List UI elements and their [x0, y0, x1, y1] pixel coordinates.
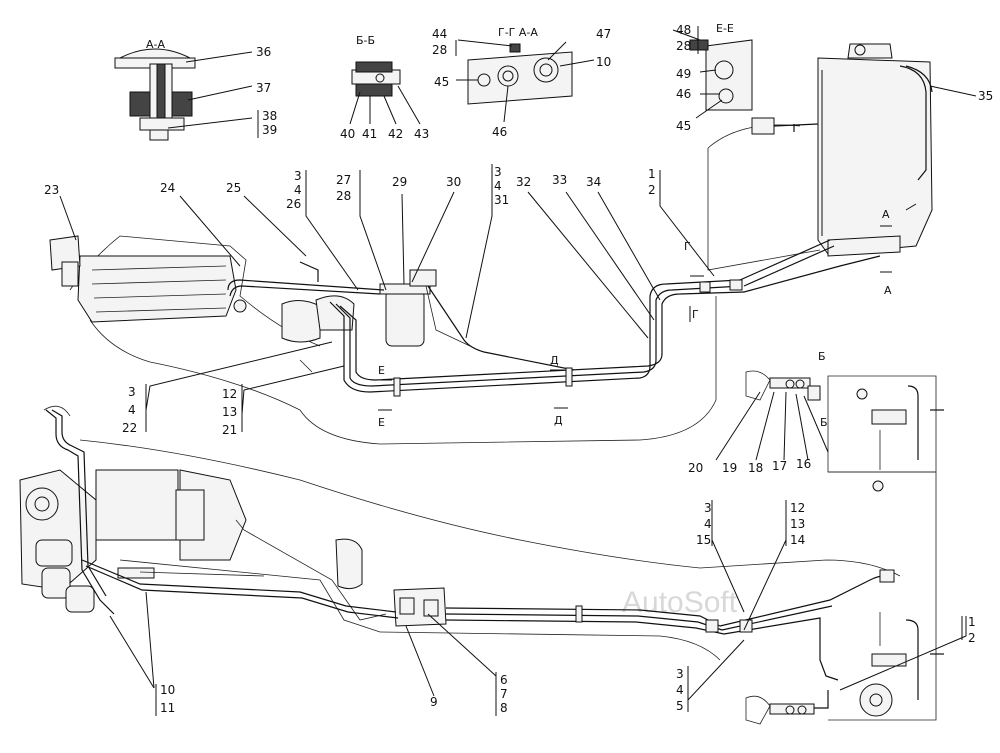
- callout-group-8-a: 6: [500, 673, 508, 687]
- section-title-gg-aa: Г-Г А-А: [498, 26, 538, 39]
- cut-mark-b-2: Б: [820, 416, 828, 429]
- callout-group-5-c: 5: [676, 699, 684, 713]
- callout-group-1-2-a: 1: [648, 167, 656, 181]
- callout-34: 34: [586, 175, 601, 189]
- callout-23: 23: [44, 183, 59, 197]
- callout-25: 25: [226, 181, 241, 195]
- cut-mark-b: Б: [818, 350, 826, 363]
- drain-fitting-assembly: [715, 370, 829, 461]
- callout-group-10: 10: [160, 683, 175, 697]
- detail-view-ee: [672, 29, 753, 119]
- callout-group-26-c: 26: [286, 197, 301, 211]
- callout-group-8-c: 8: [500, 701, 508, 715]
- callout-49: 49: [676, 67, 691, 81]
- section-title-bb: Б-Б: [356, 34, 375, 47]
- callout-43: 43: [414, 127, 429, 141]
- callout-group-1-2-lower-a: 1: [968, 615, 976, 629]
- callout-45-b: 45: [676, 119, 691, 133]
- callout-group-28: 28: [336, 189, 351, 203]
- callout-24: 24: [160, 181, 175, 195]
- detail-view-gg-aa: [456, 39, 595, 123]
- callout-10-a: 10: [596, 55, 611, 69]
- callout-19: 19: [722, 461, 737, 475]
- cut-mark-d-2: Д: [554, 414, 563, 427]
- callout-group-11: 11: [160, 701, 175, 715]
- callout-28-a: 28: [432, 43, 447, 57]
- fuel-tank: [817, 43, 977, 257]
- callout-group-22-c: 22: [122, 421, 137, 435]
- callout-45-a: 45: [434, 75, 449, 89]
- callout-group-21-c: 21: [222, 423, 237, 437]
- section-title-aa-left: А-А: [146, 38, 165, 51]
- callout-9: 9: [430, 695, 438, 709]
- callout-group-1-2-lower-b: 2: [968, 631, 976, 645]
- callout-20: 20: [688, 461, 703, 475]
- fuel-lines-lower: [81, 559, 895, 725]
- callout-46-a: 46: [492, 125, 507, 139]
- callout-18: 18: [748, 461, 763, 475]
- fuel-filter: [379, 269, 471, 347]
- callout-group-31-a: 3: [494, 165, 502, 179]
- callout-group-5-b: 4: [676, 683, 684, 697]
- tank-bracket: [707, 117, 821, 271]
- cut-mark-g: Г: [684, 240, 691, 253]
- callout-group-27: 27: [336, 173, 351, 187]
- callout-group-31-c: 31: [494, 193, 509, 207]
- callout-group-22-a: 3: [128, 385, 136, 399]
- callout-numbers: 36 37 38 39 40 41 42 43 44 28 47 10 45 4…: [44, 23, 993, 715]
- callout-group-21-b: 13: [222, 405, 237, 419]
- callout-16: 16: [796, 457, 811, 471]
- callout-35: 35: [978, 89, 993, 103]
- callout-group-15-c: 15: [696, 533, 711, 547]
- frame-rail-right: [827, 375, 944, 721]
- callout-48: 48: [676, 23, 691, 37]
- callout-group-5-a: 3: [676, 667, 684, 681]
- callout-group-14-a: 12: [790, 501, 805, 515]
- callout-group-15-a: 3: [704, 501, 712, 515]
- cut-mark-d: Д: [550, 354, 559, 367]
- callout-41: 41: [362, 127, 377, 141]
- callout-17: 17: [772, 459, 787, 473]
- callout-group-8-b: 7: [500, 687, 508, 701]
- detail-view-bb: [349, 61, 421, 125]
- callout-36: 36: [256, 45, 271, 59]
- fuel-pump-block: [393, 587, 447, 627]
- callout-30: 30: [446, 175, 461, 189]
- callout-32: 32: [516, 175, 531, 189]
- callout-33: 33: [552, 173, 567, 187]
- callout-44: 44: [432, 27, 447, 41]
- fuel-lines-upper: [227, 239, 881, 397]
- callout-group-26-b: 4: [294, 183, 302, 197]
- section-title-ee: Е-Е: [716, 22, 734, 35]
- section-cut-marks-upper: [378, 225, 892, 411]
- cut-mark-g-2: Г: [692, 308, 699, 321]
- callout-brackets: [145, 26, 963, 716]
- callout-group-14-b: 13: [790, 517, 805, 531]
- callout-group-26-a: 3: [294, 169, 302, 183]
- callout-46-b: 46: [676, 87, 691, 101]
- callout-40: 40: [340, 127, 355, 141]
- callout-group-22-b: 4: [128, 403, 136, 417]
- callout-28-b: 28: [676, 39, 691, 53]
- callout-group-31-b: 4: [494, 179, 502, 193]
- engine-assembly-upper: [49, 235, 355, 347]
- cut-mark-e: Е: [378, 364, 385, 377]
- callout-group-15-b: 4: [704, 517, 712, 531]
- callout-group-1-2-b: 2: [648, 183, 656, 197]
- callout-38: 38: [262, 109, 277, 123]
- cut-mark-a-2: А: [884, 284, 892, 297]
- callout-47: 47: [596, 27, 611, 41]
- callout-37: 37: [256, 81, 271, 95]
- callout-29: 29: [392, 175, 407, 189]
- callout-39: 39: [262, 123, 277, 137]
- compartment-outline: [89, 296, 717, 445]
- engine-assembly-lower: [19, 405, 901, 661]
- cut-mark-e-2: Е: [378, 416, 385, 429]
- cut-mark-a: А: [882, 208, 890, 221]
- callout-group-21-a: 12: [222, 387, 237, 401]
- callout-42: 42: [388, 127, 403, 141]
- detail-view-aa: [114, 48, 253, 141]
- callout-group-14-c: 14: [790, 533, 805, 547]
